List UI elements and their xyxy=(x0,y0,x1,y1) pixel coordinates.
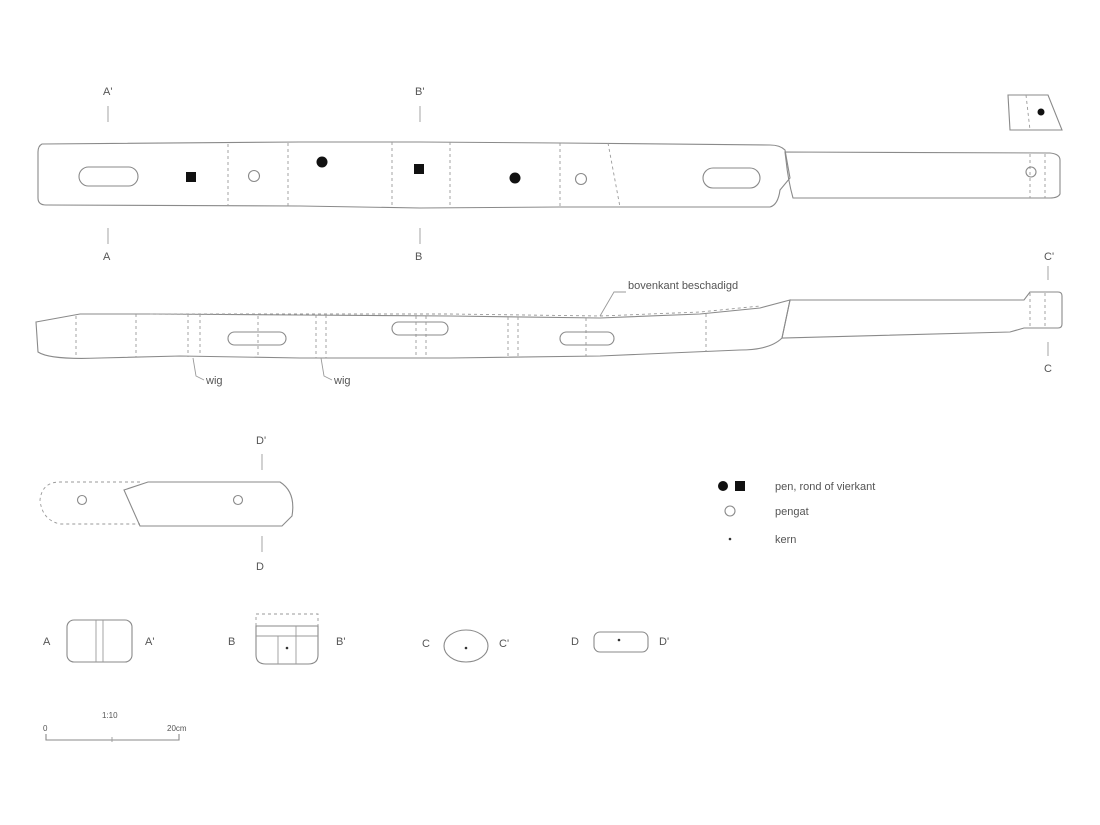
top-tenon xyxy=(784,151,1061,199)
section-d-core-dot xyxy=(617,638,621,642)
legend-dot-icon xyxy=(728,537,732,541)
slot-left xyxy=(78,166,139,187)
legend-open-circle-icon xyxy=(724,505,736,517)
damage-note: bovenkant beschadigd xyxy=(628,280,738,292)
side-slot-2 xyxy=(391,321,449,336)
side-view: bovenkant beschadigd wig wig C' C xyxy=(35,251,1063,387)
small-piece-outline xyxy=(123,481,294,527)
section-c-outline xyxy=(443,629,489,663)
small-piece-view: D' D xyxy=(39,435,294,573)
legend-filled-circle-icon xyxy=(718,481,728,491)
peg-hole-2 xyxy=(574,172,588,186)
slot-right xyxy=(702,167,761,189)
label-d-top: D' xyxy=(256,435,266,447)
scale-end: 20cm xyxy=(167,724,187,733)
damage-leader xyxy=(599,291,626,317)
section-b-outline xyxy=(255,625,319,665)
section-c-left-label: C xyxy=(422,638,430,650)
side-tenon xyxy=(781,291,1063,339)
section-a-left-label: A xyxy=(43,636,51,648)
round-peg-3 xyxy=(1037,108,1045,116)
cross-sections: A A' B B' C C' D D' xyxy=(43,613,669,665)
peg-hole-3 xyxy=(1025,166,1037,178)
scale-bar-line xyxy=(45,734,180,741)
section-c-right-label: C' xyxy=(499,638,509,650)
top-view: A' A B' B xyxy=(37,86,1063,263)
label-b-bottom: B xyxy=(415,251,422,263)
top-view-outline xyxy=(37,141,791,209)
side-slot-1 xyxy=(227,331,287,346)
square-peg-2 xyxy=(414,164,424,174)
label-c-top: C' xyxy=(1044,251,1054,263)
scale-bar: 1:10 0 20cm xyxy=(43,711,187,742)
wedge-1-leader xyxy=(192,357,205,381)
section-b-left-label: B xyxy=(228,636,235,648)
section-a-outline xyxy=(66,619,133,663)
wedge-2-label: wig xyxy=(333,375,351,387)
square-peg-1 xyxy=(186,172,196,182)
section-d-outline xyxy=(593,631,649,653)
label-c-bottom: C xyxy=(1044,363,1052,375)
section-c-core-dot xyxy=(464,646,468,650)
legend-label-1: pengat xyxy=(775,506,809,518)
round-peg-1 xyxy=(316,156,328,168)
legend: pen, rond of vierkant pengat kern xyxy=(718,481,875,546)
label-b-top: B' xyxy=(415,86,424,98)
label-d-bottom: D xyxy=(256,561,264,573)
legend-label-2: kern xyxy=(775,534,796,546)
detached-dash xyxy=(1025,94,1031,131)
section-b-core-dot xyxy=(285,646,289,650)
legend-filled-square-icon xyxy=(735,481,745,491)
scale-title: 1:10 xyxy=(102,711,118,720)
section-b-dashed-top xyxy=(255,613,319,626)
label-a-bottom: A xyxy=(103,251,111,263)
wedge-2-leader xyxy=(320,357,333,381)
side-view-outline xyxy=(35,299,791,359)
top-dash-6 xyxy=(607,142,621,208)
round-peg-2 xyxy=(509,172,521,184)
label-a-top: A' xyxy=(103,86,112,98)
detached-piece xyxy=(1007,94,1063,131)
section-d-right-label: D' xyxy=(659,636,669,648)
damage-line xyxy=(150,305,761,317)
section-a-right-label: A' xyxy=(145,636,154,648)
small-piece-hole-2 xyxy=(232,494,244,506)
scale-start: 0 xyxy=(43,724,48,733)
small-piece-reconstructed xyxy=(39,481,140,525)
small-piece-hole-1 xyxy=(76,494,88,506)
side-slot-3 xyxy=(559,331,615,346)
legend-label-0: pen, rond of vierkant xyxy=(775,481,875,493)
section-b-right-label: B' xyxy=(336,636,345,648)
section-d-left-label: D xyxy=(571,636,579,648)
peg-hole-1 xyxy=(247,169,261,183)
wedge-1-label: wig xyxy=(205,375,223,387)
